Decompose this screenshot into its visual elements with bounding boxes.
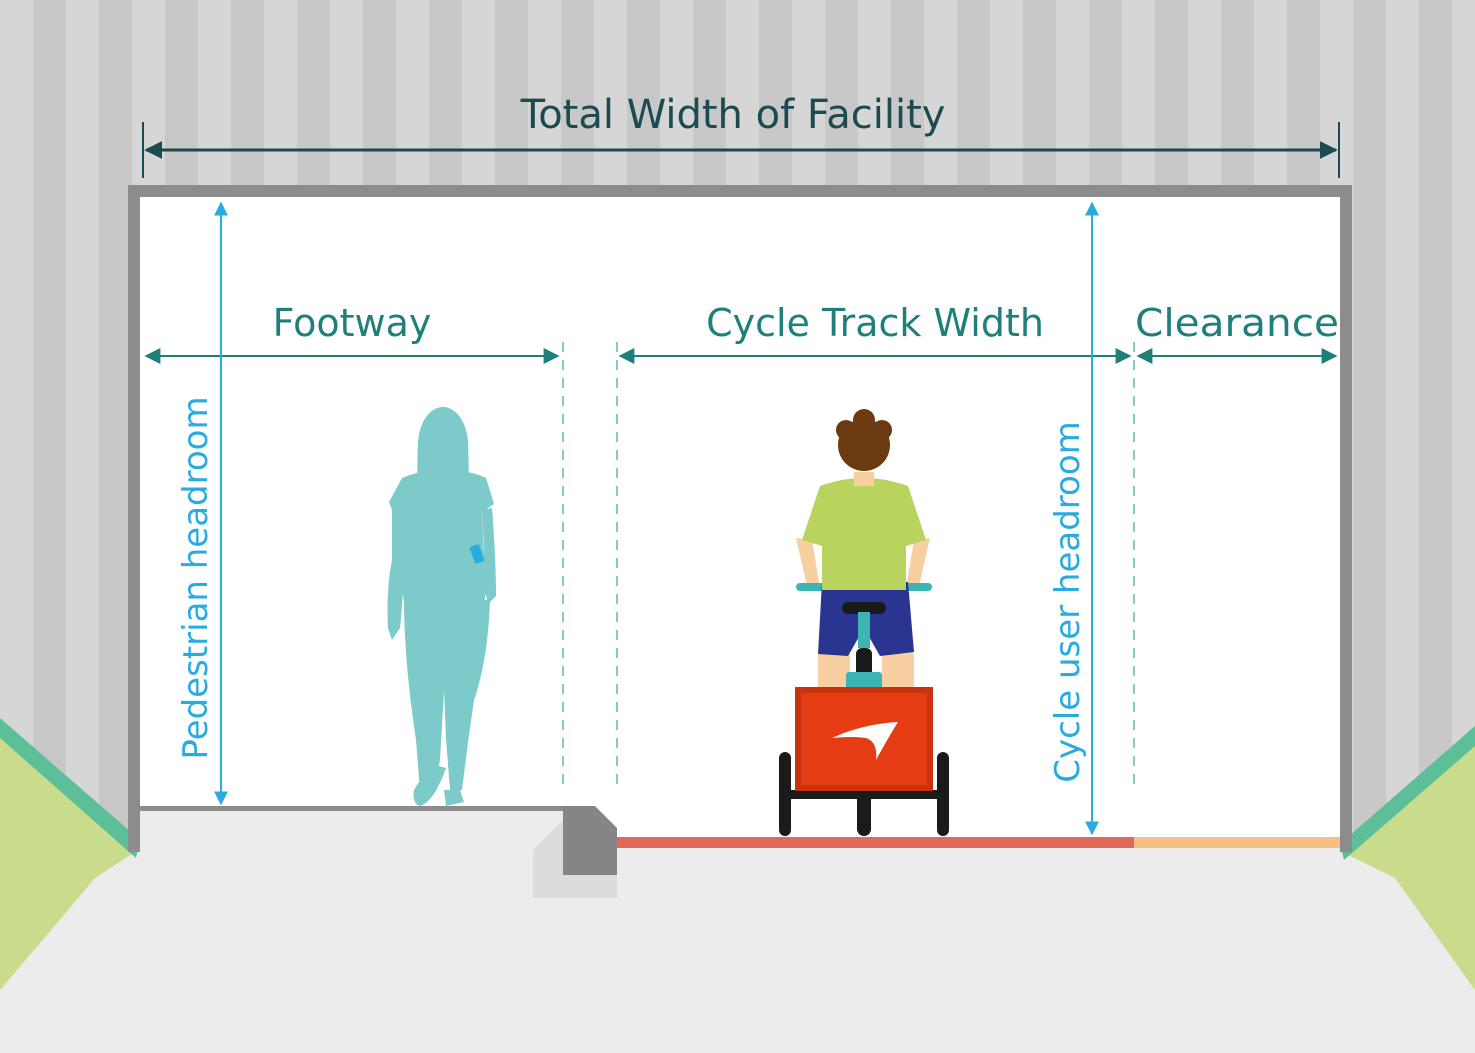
total-width-label: Total Width of Facility (520, 92, 946, 138)
cycle-track-width-label: Cycle Track Width (706, 301, 1044, 345)
structure-interior (140, 197, 1340, 848)
clearance-label: Clearance (1135, 301, 1339, 345)
cycle-user-headroom-label: Cycle user headroom (1048, 421, 1088, 783)
cycle-track-surface (617, 837, 1134, 848)
grass-verge-left-edge (0, 718, 140, 858)
grass-verge-right-edge (1340, 726, 1475, 860)
clearance-surface (1134, 837, 1340, 848)
footway-surface (140, 806, 565, 811)
pedestrian-headroom-label: Pedestrian headroom (176, 396, 216, 759)
grass-verge-right (1342, 728, 1475, 990)
grass-verge-left (0, 720, 138, 990)
kerb (563, 806, 617, 875)
footway-label: Footway (273, 301, 432, 345)
swoosh-logo-icon (832, 722, 898, 760)
footway-slab (140, 811, 565, 851)
kerb-shadow (533, 820, 617, 898)
ground (0, 848, 1475, 1053)
pedestrian-silhouette-icon (387, 407, 496, 806)
cargo-cyclist-icon (779, 409, 949, 836)
